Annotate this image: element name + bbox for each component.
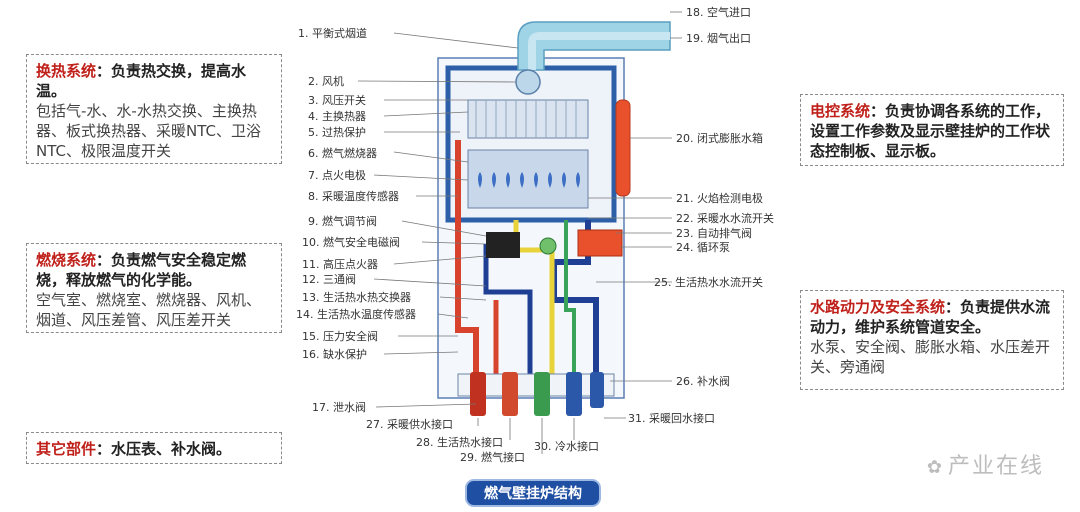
label-13: 13. 生活热水热交换器 [302,290,411,304]
blue-return-pipe [483,244,533,380]
label-27: 27. 采暖供水接口 [366,417,453,431]
label-25: 25. 生活热水水流开关 [654,275,763,289]
water-safety-system-box: 水路动力及安全系统：负责提供水流动力，维护系统管道安全。 水泵、安全阀、膨胀水箱… [800,290,1064,390]
label-1: 1. 平衡式烟道 [298,26,367,40]
label-11: 11. 高压点火器 [302,257,378,271]
label-18: 18. 空气进口 [686,5,751,19]
label-14: 14. 生活热水温度传感器 [296,307,416,321]
label-6: 6. 燃气燃烧器 [308,146,377,160]
heat-exchanger [467,99,589,139]
electric-control-system-box: 电控系统：负责协调各系统的工作，设置工作参数及显示壁挂炉的工作状态控制板、显示板… [800,94,1064,166]
other-parts-key: 其它部件 [36,440,97,458]
gas-valve [486,232,520,258]
heat-system-desc: ：负责热交换，提高水温。 [36,62,247,100]
connection-ports [470,372,604,416]
label-24: 24. 循环泵 [676,241,730,254]
burner [467,149,589,209]
label-26: 26. 补水阀 [676,374,730,388]
flue-inner [528,32,670,70]
right-leader-lines [588,11,682,419]
circulation-pump [577,229,623,257]
label-30: 30. 冷水接口 [534,440,599,453]
hot-pipe [455,140,479,380]
label-17: 17. 泄水阀 [312,400,366,414]
combustion-system-box: 燃烧系统：负责燃气安全稳定燃烧，释放燃气的化学能。 空气室、燃烧室、燃烧器、风机… [26,243,282,333]
label-2: 2. 风机 [308,74,344,88]
ctrl-system-key: 电控系统 [810,102,871,120]
label-22: 22. 采暖水水流开关 [676,211,774,225]
green-pipe [564,220,576,380]
water-system-desc: ：负责提供水流动力，维护系统管道安全。 [810,298,1051,336]
three-way-valve [539,237,557,255]
label-5: 5. 过热保护 [308,125,366,139]
ctrl-system-desc: ：负责协调各系统的工作，设置工作参数及显示壁挂炉的工作状态控制板、显示板。 [810,102,1051,160]
label-3: 3. 风压开关 [308,93,366,107]
other-parts-box: 其它部件：水压表、补水阀。 [26,432,282,464]
label-15: 15. 压力安全阀 [302,329,378,343]
expansion-tank [615,99,631,197]
label-29: 29. 燃气接口 [460,450,525,464]
fan-icon [515,69,541,95]
label-9: 9. 燃气调节阀 [308,214,377,228]
label-7: 7. 点火电极 [308,168,366,182]
boiler-structure-diagram: 1. 平衡式烟道 2. 风机 3. 风压开关 4. 主换热器 5. 过热保护 6… [296,5,774,507]
wechat-icon: ✿ [926,457,944,478]
label-16: 16. 缺水保护 [302,347,367,361]
label-10: 10. 燃气安全电磁阀 [302,235,400,249]
burn-system-desc: ：负责燃气安全稳定燃烧，释放燃气的化学能。 [36,251,247,289]
label-31: 31. 采暖回水接口 [628,412,715,425]
burn-system-detail: 空气室、燃烧室、燃烧器、风机、烟道、风压差管、风压差开关 [36,291,262,329]
watermark-text: 产业在线 [947,454,1044,479]
burn-system-key: 燃烧系统 [36,251,97,269]
label-21: 21. 火焰检测电极 [676,191,763,205]
water-system-key: 水路动力及安全系统 [810,298,946,316]
water-system-detail: 水泵、安全阀、膨胀水箱、水压差开关、旁通阀 [810,338,1051,376]
diagram-title-banner [465,479,601,507]
heat-system-detail: 包括气-水、水-水热交换、主换热器、板式换热器、采暖NTC、卫浴NTC、极限温度… [36,102,261,160]
label-28: 28. 生活热水接口 [416,435,503,449]
heat-exchange-system-box: 换热系统：负责热交换，提高水温。 包括气-水、水-水热交换、主换热器、板式换热器… [26,54,282,164]
diagram-title: 燃气壁挂炉结构 [484,485,582,502]
label-8: 8. 采暖温度传感器 [308,189,399,203]
label-12: 12. 三通阀 [302,272,356,286]
watermark: ✿产业在线 [927,448,1044,480]
label-4: 4. 主换热器 [308,109,366,123]
other-parts-desc: ：水压表、补水阀。 [96,440,232,458]
left-leader-lines [357,32,519,408]
label-19: 19. 烟气出口 [686,31,751,45]
heat-system-key: 换热系统 [36,62,97,80]
label-23: 23. 自动排气阀 [676,226,752,240]
label-20: 20. 闭式膨胀水箱 [676,131,763,145]
